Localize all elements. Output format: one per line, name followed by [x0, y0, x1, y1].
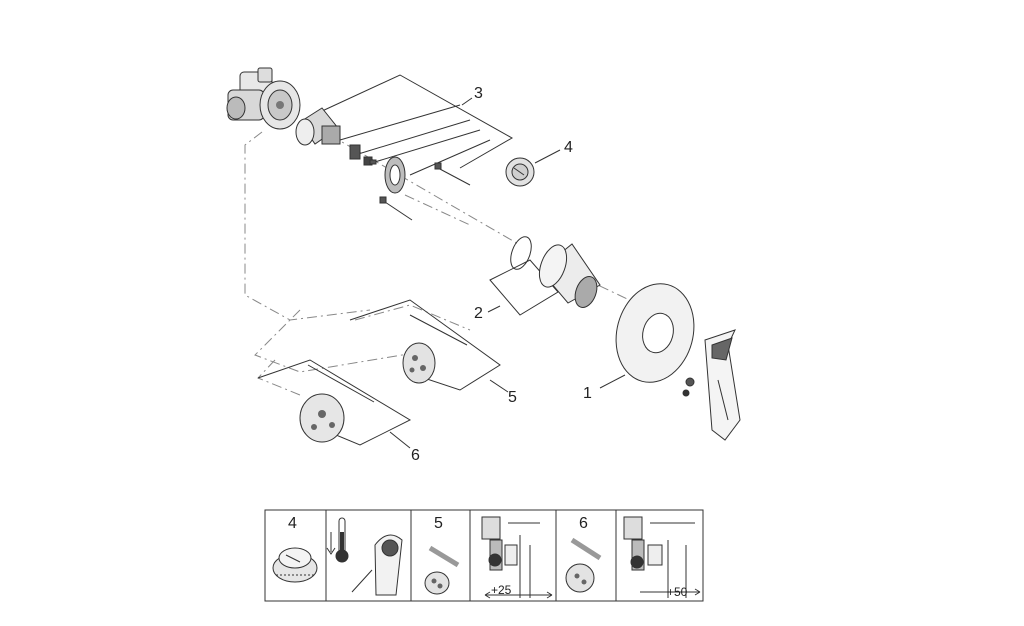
lever-handle — [704, 329, 741, 441]
legend-number-5: 5 — [434, 515, 443, 532]
set-screw — [682, 377, 695, 397]
valve-section-icon-50 — [623, 516, 701, 598]
valve-body — [226, 67, 301, 130]
thermometer-icon — [326, 517, 349, 563]
callout-label-6: 6 — [411, 447, 420, 464]
extension-rod-6 — [299, 364, 375, 443]
legend-number-6: 6 — [579, 515, 588, 532]
cartridge — [295, 107, 373, 166]
callout-label-2: 2 — [474, 305, 483, 322]
o-ring — [510, 236, 532, 270]
rod-icon-5 — [424, 545, 460, 595]
extension-rod-5 — [402, 314, 468, 384]
callout-label-1: 1 — [583, 385, 592, 402]
sleeve-part-2 — [538, 243, 601, 308]
callout-label-4: 4 — [564, 139, 573, 156]
screws — [369, 159, 471, 221]
legend-strip: 4 5 — [264, 509, 704, 602]
mounting-ring — [384, 156, 406, 194]
dimension-label-50: +50 — [667, 585, 688, 599]
rod-icon-6 — [565, 537, 602, 593]
escutcheon-plate — [615, 283, 695, 383]
cap-icon — [272, 547, 318, 583]
valve-section-icon-25 — [481, 516, 553, 599]
cap-part-4 — [505, 157, 535, 187]
lever-icon — [351, 534, 403, 596]
callout-label-3: 3 — [474, 85, 483, 102]
assembly-guide-lines — [244, 131, 641, 396]
dimension-label-25: +25 — [491, 583, 512, 597]
leader-lines — [257, 74, 626, 449]
callout-label-5: 5 — [508, 389, 517, 406]
legend-number-4: 4 — [288, 515, 297, 532]
